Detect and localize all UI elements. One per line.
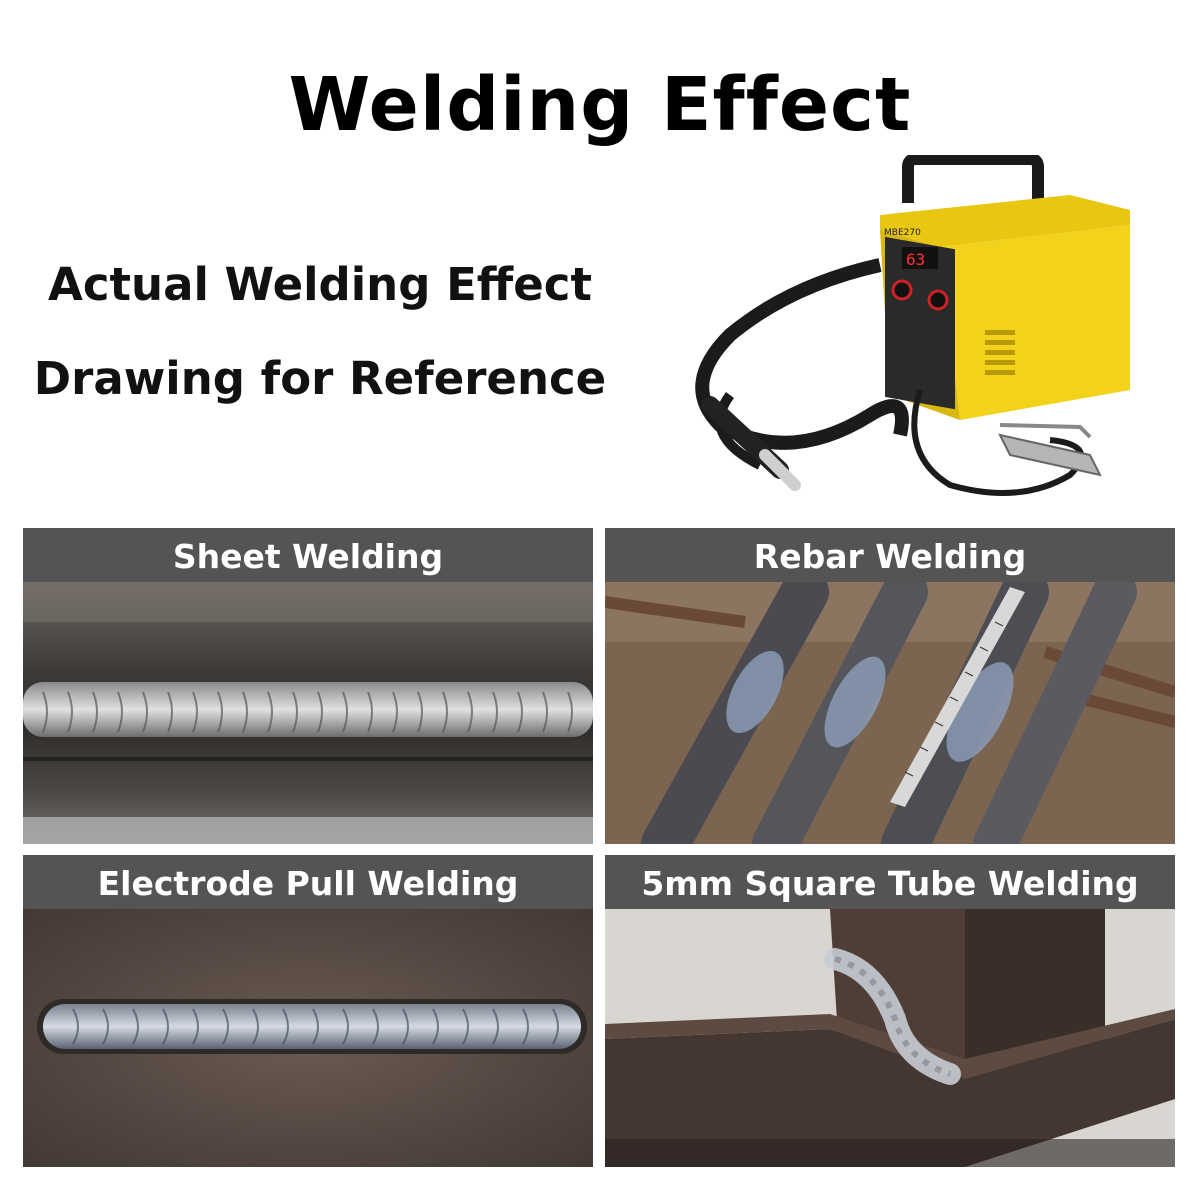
sheet-welding-label: Sheet Welding	[23, 528, 593, 582]
electrode-pull-welding-panel: Electrode Pull Welding	[23, 855, 593, 1167]
welder-machine-image: 63 MBE270	[695, 155, 1130, 496]
welder-model-label: MBE270	[884, 228, 921, 238]
rebar-welding-panel: Rebar Welding	[605, 528, 1175, 844]
square-tube-welding-label: 5mm Square Tube Welding	[605, 855, 1175, 909]
subtitle-line-1: Actual Welding Effect	[48, 258, 592, 311]
square-tube-welding-photo	[605, 909, 1175, 1167]
electrode-pull-welding-label: Electrode Pull Welding	[23, 855, 593, 909]
rebar-welding-label: Rebar Welding	[605, 528, 1175, 582]
welder-display-value: 63	[906, 250, 925, 269]
rebar-welding-photo	[605, 582, 1175, 844]
subtitle-line-2: Drawing for Reference	[33, 352, 607, 405]
page-title: Welding Effect	[288, 62, 912, 148]
sheet-welding-panel: Sheet Welding	[23, 528, 593, 844]
sheet-welding-photo	[23, 582, 593, 844]
electrode-pull-welding-photo	[23, 909, 593, 1167]
square-tube-welding-panel: 5mm Square Tube Welding	[605, 855, 1175, 1167]
